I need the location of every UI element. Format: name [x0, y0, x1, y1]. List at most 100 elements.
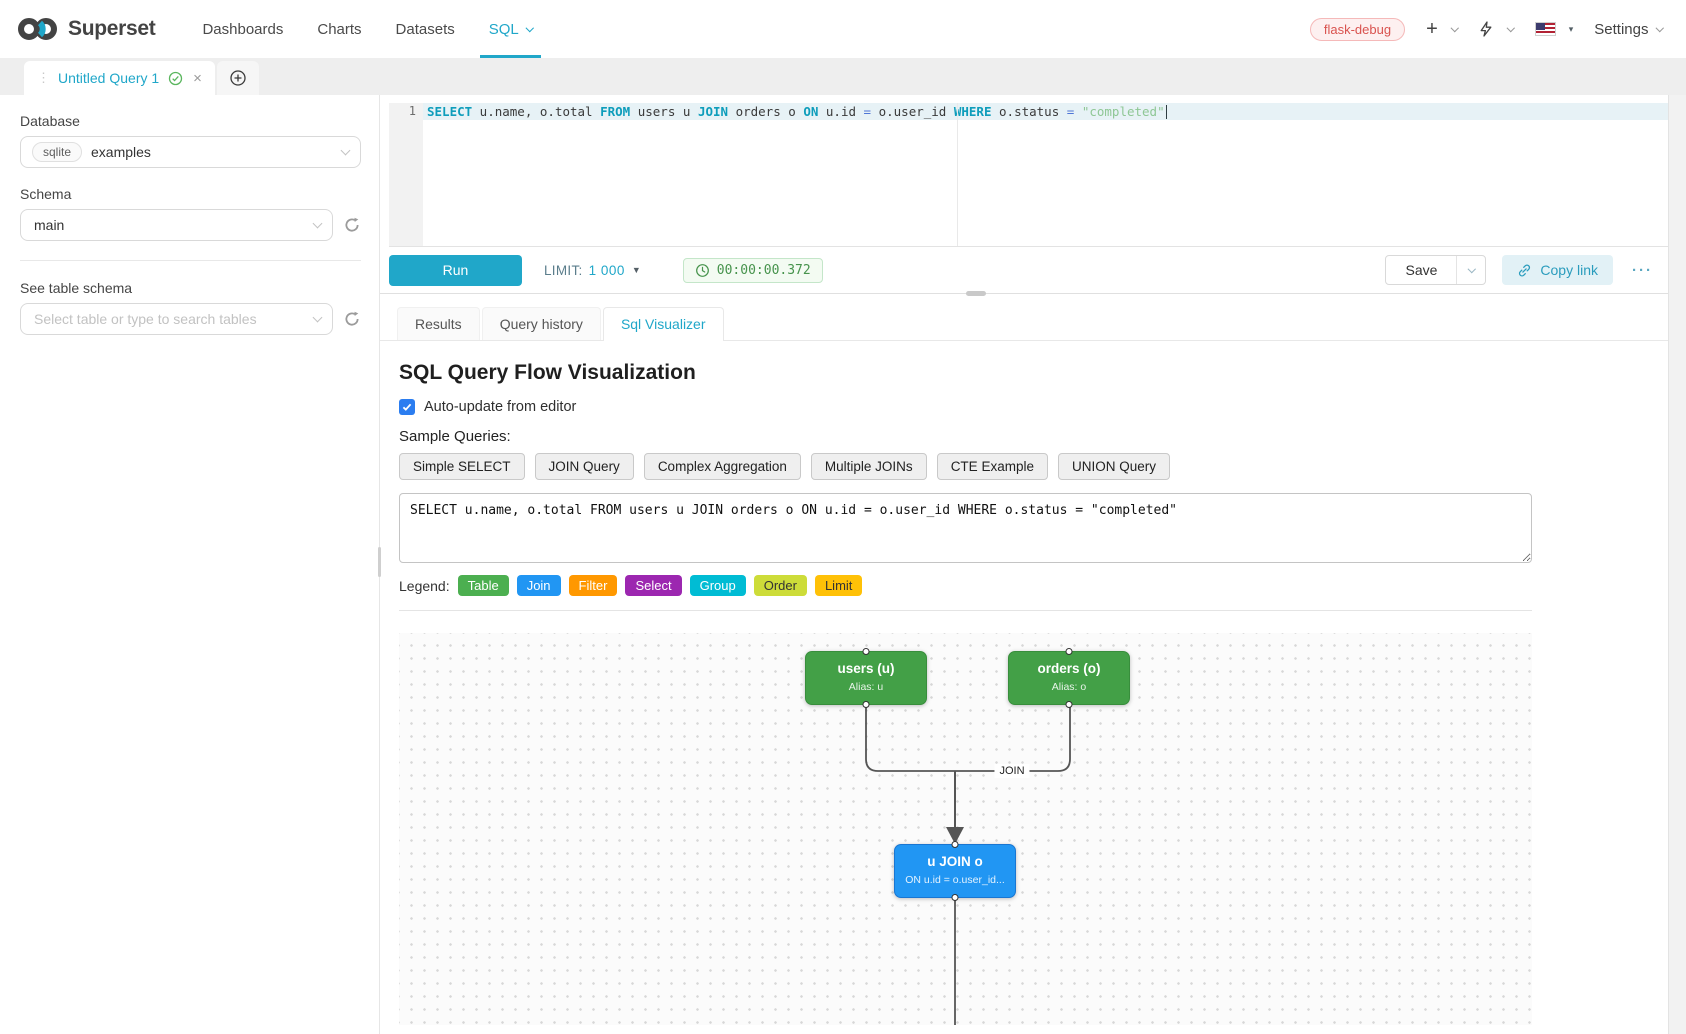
flow-edges — [865, 702, 1071, 1025]
sql-token: WHERE — [953, 104, 992, 119]
nav-item-dashboards[interactable]: Dashboards — [185, 0, 300, 58]
active-line-highlight — [423, 103, 1668, 120]
print-margin-line — [957, 103, 958, 246]
schema-select[interactable]: main — [20, 209, 333, 241]
tab-label: Sql Visualizer — [620, 316, 706, 332]
drag-handle-icon[interactable]: ⋮ — [37, 70, 51, 85]
auto-update-checkbox[interactable] — [399, 399, 415, 415]
chevron-down-icon — [340, 145, 351, 155]
sql-token: = — [1066, 104, 1075, 119]
legend-badge-order: Order — [753, 575, 807, 596]
sample-query-button-join-query[interactable]: JOIN Query — [534, 453, 634, 480]
flow-node-users[interactable]: users (u)Alias: u — [805, 648, 927, 708]
copy-link-button[interactable]: Copy link — [1502, 255, 1613, 285]
sample-query-button-cte-example[interactable]: CTE Example — [936, 453, 1048, 480]
new-item-menu[interactable]: + — [1426, 19, 1459, 39]
save-options-button[interactable] — [1456, 256, 1485, 284]
content-divider — [399, 610, 1532, 611]
chevron-down-icon — [1507, 23, 1515, 32]
nav-item-datasets[interactable]: Datasets — [379, 0, 472, 58]
tab-results[interactable]: Results — [397, 307, 480, 340]
sidebar-resize-handle[interactable] — [378, 547, 381, 577]
table-select-placeholder: Select table or type to search tables — [34, 311, 257, 327]
limit-value: 1 000 — [588, 262, 625, 278]
table-select[interactable]: Select table or type to search tables — [20, 303, 333, 335]
new-query-tab-button[interactable] — [216, 61, 259, 95]
us-flag-icon — [1534, 22, 1556, 36]
timer-value: 00:00:00.372 — [716, 262, 811, 278]
pane-resize-handle[interactable] — [966, 291, 986, 296]
nav-item-sql[interactable]: SQL — [472, 0, 550, 58]
legend-badge-limit: Limit — [814, 575, 863, 596]
node-connection-handle — [862, 648, 870, 655]
text-cursor — [1165, 105, 1168, 119]
editor-code-area[interactable]: SELECT u.name, o.total FROM users u JOIN… — [423, 103, 1668, 246]
save-button[interactable]: Save — [1405, 262, 1438, 278]
limit-dropdown[interactable]: LIMIT: 1 000 ▼ — [544, 263, 641, 278]
sample-query-button-union-query[interactable]: UNION Query — [1057, 453, 1170, 480]
sqllab-main: 1 SELECT u.name, o.total FROM users u JO… — [380, 95, 1668, 1034]
node-connection-handle — [951, 841, 959, 848]
sample-query-button-simple-select[interactable]: Simple SELECT — [399, 453, 525, 480]
node-connection-handle — [862, 701, 870, 708]
pane-divider — [380, 291, 1668, 296]
sql-token: JOIN — [697, 104, 729, 119]
node-connection-handle — [1065, 701, 1073, 708]
line-number: 1 — [408, 104, 416, 118]
sql-token: orders o — [728, 104, 804, 119]
chevron-down-icon — [312, 218, 323, 228]
tab-sql-visualizer[interactable]: Sql Visualizer — [602, 307, 724, 341]
legend-badge-filter: Filter — [568, 575, 618, 596]
sql-editor[interactable]: 1 SELECT u.name, o.total FROM users u JO… — [389, 103, 1668, 247]
sample-query-button-complex-aggregation[interactable]: Complex Aggregation — [643, 453, 801, 480]
page-title: SQL Query Flow Visualization — [399, 361, 696, 384]
sql-token: = — [863, 104, 872, 119]
sql-token: SELECT — [427, 104, 473, 119]
query-tab-untitled-query-1[interactable]: ⋮ Untitled Query 1 × — [24, 61, 215, 95]
legend-badge-table: Table — [457, 575, 509, 596]
flow-node-orders[interactable]: orders (o)Alias: o — [1008, 648, 1130, 708]
nav-item-charts[interactable]: Charts — [300, 0, 378, 58]
tab-query-history[interactable]: Query history — [481, 307, 601, 340]
refresh-schemas-icon[interactable] — [343, 216, 361, 234]
superset-brand[interactable]: Superset — [16, 16, 156, 42]
nav-item-label: SQL — [488, 20, 519, 38]
refresh-tables-icon[interactable] — [343, 310, 361, 328]
node-subtitle: Alias: u — [848, 681, 884, 693]
environment-badge: flask-debug — [1309, 17, 1406, 41]
clock-icon — [695, 263, 709, 277]
code-line: SELECT u.name, o.total FROM users u JOIN… — [423, 103, 1668, 120]
sql-token: FROM — [600, 104, 631, 119]
sample-query-button-multiple-joins[interactable]: Multiple JOINs — [810, 453, 927, 480]
schema-value: main — [34, 217, 65, 233]
superset-logo-icon — [18, 18, 57, 40]
navbar-right: flask-debug + ▾ Settings — [1309, 17, 1664, 41]
more-options-button[interactable]: ··· — [1632, 261, 1653, 279]
table-schema-label: See table schema — [20, 280, 133, 296]
chevron-down-icon — [312, 312, 323, 322]
link-icon — [1519, 264, 1531, 276]
node-connection-handle — [951, 894, 959, 901]
chevron-down-icon — [1655, 23, 1664, 32]
query-input[interactable]: SELECT u.name, o.total FROM users u JOIN… — [399, 493, 1532, 563]
brand-name: Superset — [68, 17, 156, 40]
close-tab-icon[interactable]: × — [193, 69, 202, 87]
schema-label: Schema — [20, 186, 72, 202]
nav-item-label: Datasets — [395, 20, 455, 38]
run-button[interactable]: Run — [389, 254, 522, 286]
database-engine-tag: sqlite — [32, 142, 83, 162]
auto-update-label: Auto-update from editor — [424, 399, 577, 415]
sqllab-sidebar: Database sqlite examples Schema main See… — [0, 95, 381, 1034]
query-timer: 00:00:00.372 — [682, 257, 823, 283]
sql-token: ON — [803, 104, 819, 119]
page-scrollbar-track[interactable] — [1668, 95, 1686, 1034]
language-picker[interactable]: ▾ — [1534, 22, 1573, 36]
tab-label: Results — [415, 316, 462, 332]
query-search-menu[interactable] — [1478, 20, 1515, 38]
database-select[interactable]: sqlite examples — [20, 136, 361, 168]
workspace: Database sqlite examples Schema main See… — [0, 95, 1686, 1034]
sidebar-divider — [20, 260, 361, 261]
settings-menu[interactable]: Settings — [1594, 21, 1664, 38]
